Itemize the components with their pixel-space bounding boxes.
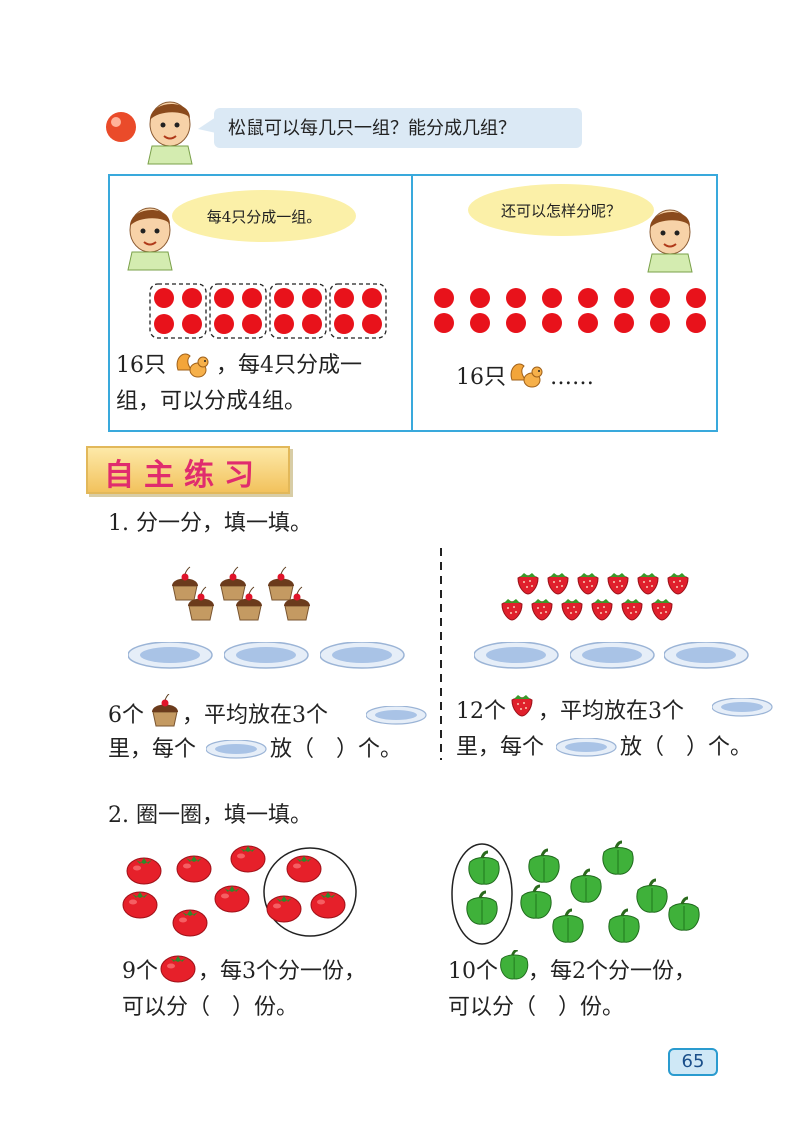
right-text-b: …… <box>550 365 594 390</box>
example-divider <box>411 174 413 430</box>
squirrel-icon <box>510 363 543 388</box>
right-speech-bubble: 还可以怎样分呢？ <box>468 184 654 236</box>
tomatoes-group <box>122 845 357 937</box>
cupcake-icon <box>151 694 179 727</box>
left-speech-bubble: 每4只分成一组。 <box>172 190 356 242</box>
q1-left-text-a: 6个 <box>108 703 144 728</box>
plate-icon <box>320 642 405 669</box>
cupcakes-group <box>171 566 311 621</box>
plate-icon <box>128 642 213 669</box>
grouped-dots <box>149 283 387 339</box>
boy-avatar <box>147 101 193 165</box>
q1-left-text-b: ，平均放在3个 <box>182 703 328 728</box>
bubble-tail <box>198 117 216 133</box>
tomato-icon <box>160 955 196 983</box>
plate-icon <box>712 698 773 717</box>
plate-icon <box>206 740 267 759</box>
strawberry-icon <box>511 694 533 717</box>
left-text-line2: 组，可以分成4组。 <box>116 389 306 414</box>
q1-right-text-d: 放（ ）个。 <box>620 735 753 760</box>
plate-icon <box>664 642 749 669</box>
section-heading-box <box>86 446 290 494</box>
plate-icon <box>570 642 655 669</box>
q2-right-text-b: ，每2个分一份， <box>528 959 696 984</box>
question-bubble: 松鼠可以每几只一组？能分成几组？ <box>214 108 582 148</box>
strawberries-group <box>501 572 689 621</box>
q2-right-text-a: 10个 <box>448 959 498 984</box>
q1-right-text-a: 12个 <box>456 699 506 724</box>
left-text-b: ，每4只分成一 <box>216 353 362 378</box>
q2-left-text-a: 9个 <box>122 959 158 984</box>
plate-icon <box>366 706 427 725</box>
plate-icon <box>474 642 559 669</box>
q1-left-text-d: 放（ ）个。 <box>270 737 403 762</box>
q2-title: 2. 圈一圈，填一填。 <box>108 803 312 828</box>
example-box <box>108 174 718 432</box>
q1-title: 1. 分一分，填一填。 <box>108 511 312 536</box>
red-ball-icon <box>106 112 136 142</box>
q2-left-text-b: ，每3个分一份， <box>198 959 366 984</box>
left-text-a: 16只 <box>116 353 166 378</box>
boy-avatar-right <box>647 209 693 273</box>
right-text-a: 16只 <box>456 365 506 390</box>
ungrouped-dots <box>434 288 706 333</box>
section-heading: 自主练习 <box>104 458 264 493</box>
q2-left-text-c: 可以分（ ）份。 <box>122 995 299 1020</box>
plate-icon <box>556 738 617 757</box>
page-number: 65 <box>668 1048 718 1076</box>
plate-icon <box>224 642 309 669</box>
q1-right-text-b: ，平均放在3个 <box>538 699 684 724</box>
q1-left-text-c: 里，每个 <box>108 737 197 762</box>
q2-right-text-c: 可以分（ ）份。 <box>448 995 625 1020</box>
peppers-group <box>451 840 701 945</box>
squirrel-icon <box>176 353 209 378</box>
q1-dashed-divider <box>440 548 442 760</box>
q1-right-text-c: 里，每个 <box>456 735 545 760</box>
